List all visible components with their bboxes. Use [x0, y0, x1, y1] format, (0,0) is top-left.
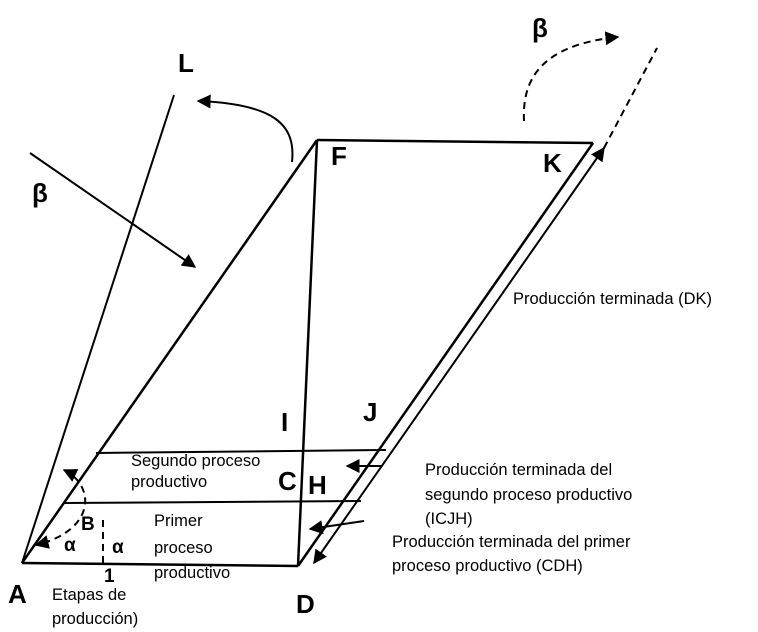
label-segundo-line2: productivo	[131, 473, 207, 491]
point-j: J	[363, 397, 377, 427]
label-primer-line2: proceso	[154, 539, 213, 557]
label-dk: Producción terminada (DK)	[513, 290, 712, 308]
label-cdh-line1: Producción terminada del primer	[392, 533, 631, 551]
point-l: L	[178, 48, 194, 78]
beta-top-arrow	[522, 31, 620, 122]
point-c: C	[278, 466, 297, 496]
point-a: A	[8, 579, 27, 609]
arrow-dk	[313, 146, 605, 565]
beta-left: β	[32, 178, 48, 208]
point-b: B	[81, 514, 95, 535]
label-primer-line3: productivo	[154, 564, 230, 582]
point-k: K	[543, 148, 562, 178]
text-labels: Segundo proceso productivo Primer proces…	[52, 290, 712, 628]
label-icjh-line2: segundo proceso productivo	[425, 486, 632, 504]
label-segundo-line1: Segundo proceso	[131, 452, 260, 470]
point-h: H	[308, 470, 327, 500]
dashed-extension	[603, 47, 658, 149]
alpha-right: α	[112, 537, 124, 558]
line-b-h	[62, 500, 362, 504]
label-icjh-line3: (ICJH)	[425, 510, 473, 528]
line-a-l	[21, 94, 175, 564]
beta-arrows	[29, 31, 620, 268]
point-i: I	[281, 407, 288, 437]
label-etapas-line2: producción)	[52, 610, 138, 628]
point-f: F	[331, 141, 347, 171]
rotation-arrow-top	[196, 94, 294, 163]
beta-left-arrow	[29, 152, 197, 268]
number-one: 1	[104, 566, 115, 587]
line-a-f	[20, 139, 319, 564]
line-f-k	[316, 138, 594, 145]
label-etapas-line1: Etapas de	[52, 586, 126, 604]
line-a-d	[21, 561, 299, 568]
label-primer-line1: Primer	[154, 512, 203, 530]
point-labels: L F K I J C H B A D β β α α 1	[8, 13, 562, 619]
pointer-arrows	[308, 459, 382, 535]
point-d: D	[296, 589, 315, 619]
beta-top: β	[532, 13, 548, 43]
angle-marks	[34, 469, 104, 565]
label-cdh-line2: proceso productivo (CDH)	[392, 557, 583, 575]
arrow-cdh	[308, 520, 365, 535]
alpha-left: α	[64, 535, 76, 556]
label-icjh-line1: Producción terminada del	[425, 461, 612, 479]
